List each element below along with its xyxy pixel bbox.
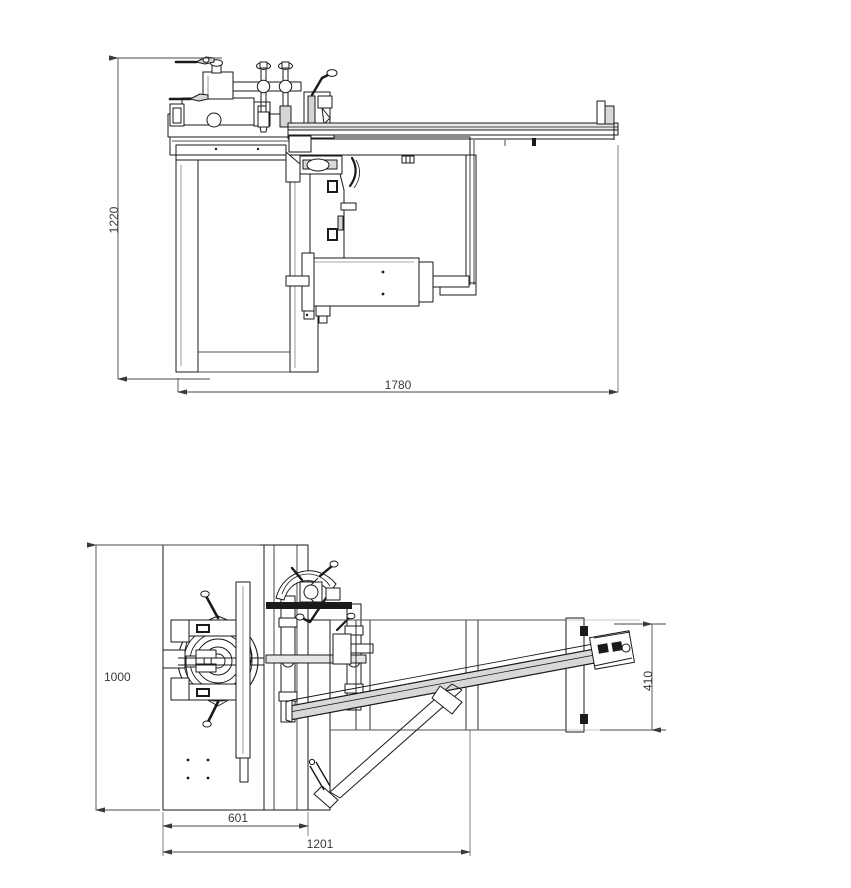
right-bracket [332, 612, 374, 665]
dimension-1780-label: 1780 [385, 378, 412, 392]
spindle-handwheels [232, 61, 302, 133]
side-view-dimensions [109, 55, 619, 395]
top-clamp-mechanism [266, 560, 352, 624]
dimension-1000-label: 1000 [104, 670, 131, 684]
dimension-601-label: 601 [228, 811, 248, 825]
fence-rail-assembly [287, 100, 619, 285]
inclined-outfeed-rail [285, 630, 635, 809]
front-view-dimensions [87, 542, 666, 856]
dimension-410-label: 410 [641, 671, 655, 691]
front-elevation-view [162, 544, 640, 811]
saw-head-unit [285, 151, 360, 273]
dimension-1201-label: 1201 [307, 837, 334, 851]
side-elevation-view [167, 56, 619, 373]
rotary-head-assembly [162, 581, 264, 759]
dimension-1220-label: 1220 [107, 206, 121, 233]
adjuster-columns [265, 595, 367, 723]
motor-assembly [285, 252, 470, 324]
